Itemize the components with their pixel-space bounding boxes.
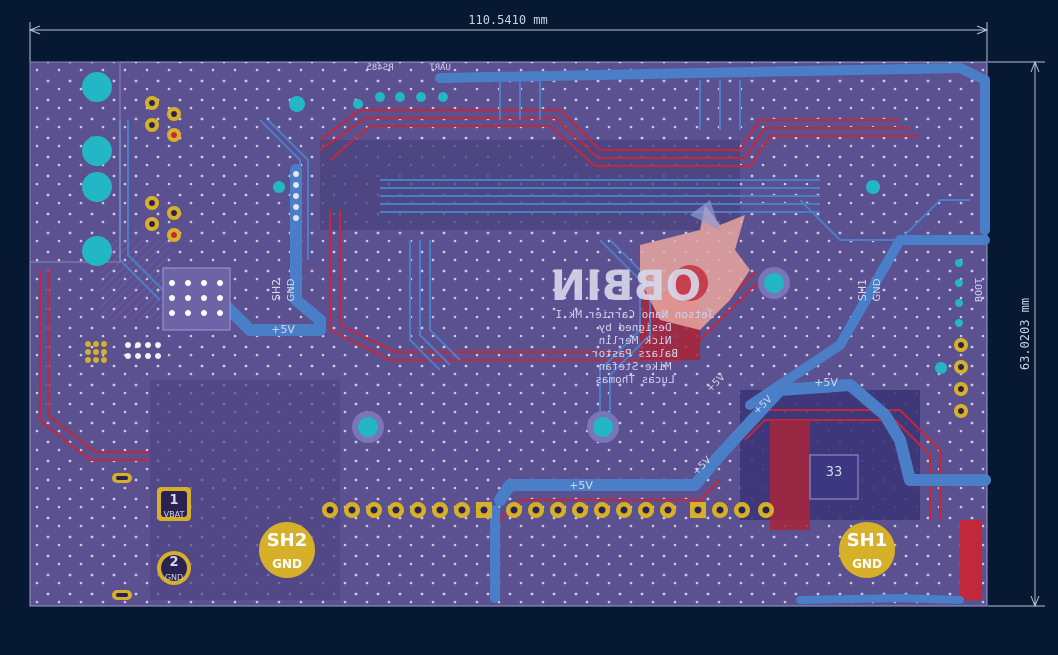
header-pin-hole <box>414 506 422 514</box>
mount-hole <box>438 92 448 102</box>
mount-hole <box>82 172 112 202</box>
power-planes <box>214 63 991 604</box>
header-pin-hole <box>326 506 334 514</box>
sh2-small-label: SH2 GND <box>270 278 297 301</box>
sh1-pad-label: SH1 <box>847 530 888 551</box>
chip-label: 33 <box>826 465 843 480</box>
mount-hole <box>82 72 112 102</box>
net-5v-bottom: +5V <box>569 479 593 492</box>
left-gold-pads <box>145 96 181 242</box>
mount-hole <box>273 181 285 193</box>
header-pin-hole <box>532 506 540 514</box>
battery-pad-2: 2 GND <box>157 551 191 585</box>
header-pin-hole <box>510 506 518 514</box>
credit-line-3: Balazs Pastor <box>592 347 678 360</box>
header-block <box>169 280 223 316</box>
pin-header-2 <box>125 342 161 359</box>
mount-hole <box>416 92 426 102</box>
sh1-small-label: SH1 GND <box>856 278 883 301</box>
header-pin-hole <box>620 506 628 514</box>
header-pin-hole <box>392 506 400 514</box>
header-pin-hole <box>762 506 770 514</box>
mount-hole <box>866 180 880 194</box>
header-pin-hole <box>716 506 724 514</box>
mount-hole <box>289 96 305 112</box>
sh2-small-gnd: GND <box>286 278 297 301</box>
credit-line-5: Lucas Thomas <box>595 373 674 386</box>
net-labels: +5V +5V +5V +5V +5V +5V <box>271 323 838 492</box>
sh1-small-gnd: GND <box>872 278 883 301</box>
header-pin-hole <box>576 506 584 514</box>
sh1-pad-gnd: GND <box>852 557 882 571</box>
mount-hole <box>352 411 384 443</box>
credit-line-4: Mike Stefan <box>599 360 672 373</box>
header-pin-hole <box>370 506 378 514</box>
pad-2-gnd-label: GND <box>165 573 183 582</box>
header-pin-hole <box>436 506 444 514</box>
right-gold-pads <box>954 338 968 418</box>
sh1-small-text: SH1 <box>856 279 869 301</box>
header-pin-hole <box>598 506 606 514</box>
mount-hole <box>758 267 790 299</box>
logo-graphic <box>640 200 750 330</box>
boot-label: BOOT <box>974 278 985 302</box>
height-dimension-label: 63.0203 mm <box>1018 298 1032 370</box>
top-silkscreen: RS485 UART <box>366 63 450 73</box>
header-pin-hole <box>694 506 702 514</box>
mount-hole <box>955 259 963 267</box>
rs485-label: RS485 <box>366 63 393 73</box>
mount-hole <box>375 92 385 102</box>
mount-hole <box>955 279 963 287</box>
pad-2-number: 2 <box>169 555 178 570</box>
mount-hole <box>587 411 619 443</box>
mount-hole <box>395 92 405 102</box>
credits-block: Jetson Nano Carrier Mk I Designed by Nic… <box>556 308 715 386</box>
sh2-small-text: SH2 <box>270 279 283 301</box>
sh2-ground-pad: SH2 GND <box>259 522 315 578</box>
width-dimension-label: 110.5410 mm <box>468 13 547 27</box>
header-pin-hole <box>458 506 466 514</box>
width-dimension: 110.5410 mm <box>28 13 989 62</box>
mount-hole <box>82 136 112 166</box>
sh1-ground-pad: SH1 GND <box>839 522 895 578</box>
header-pin-hole <box>348 506 356 514</box>
mount-hole <box>955 299 963 307</box>
mount-hole <box>82 236 112 266</box>
mounting-holes <box>82 72 963 443</box>
small-oval-pads <box>112 473 132 600</box>
header-pin-hole <box>480 506 488 514</box>
header-pin-hole <box>664 506 672 514</box>
small-pin-header <box>85 341 107 363</box>
mount-hole <box>353 99 363 109</box>
bottom-header-row <box>322 502 774 518</box>
net-5v-right: +5V <box>814 376 838 389</box>
uart-label: UART <box>429 63 451 73</box>
sh2-pad-gnd: GND <box>272 557 302 571</box>
battery-pad-1: 1 VBAT <box>157 487 191 521</box>
sh2-pad-label: SH2 <box>267 530 308 551</box>
logo-text: OBBIN <box>551 261 702 310</box>
pcb-board <box>29 61 991 607</box>
credit-line-0: Jetson Nano Carrier Mk I <box>556 308 715 321</box>
header-pin-hole <box>642 506 650 514</box>
header-pin-hole <box>738 506 746 514</box>
credit-line-1: Designed by <box>598 321 671 334</box>
vbat-label: VBAT <box>164 510 185 519</box>
mount-hole <box>955 319 963 327</box>
mount-hole <box>935 362 947 374</box>
height-dimension: 63.0203 mm <box>988 60 1045 608</box>
credit-line-2: Nick Merlin <box>599 334 672 347</box>
net-5v-left: +5V <box>271 323 295 336</box>
header-pin-hole <box>554 506 562 514</box>
pad-1-number: 1 <box>169 493 178 508</box>
vertical-pad-strip <box>293 171 299 221</box>
qfn-chip: 33 <box>809 454 859 500</box>
